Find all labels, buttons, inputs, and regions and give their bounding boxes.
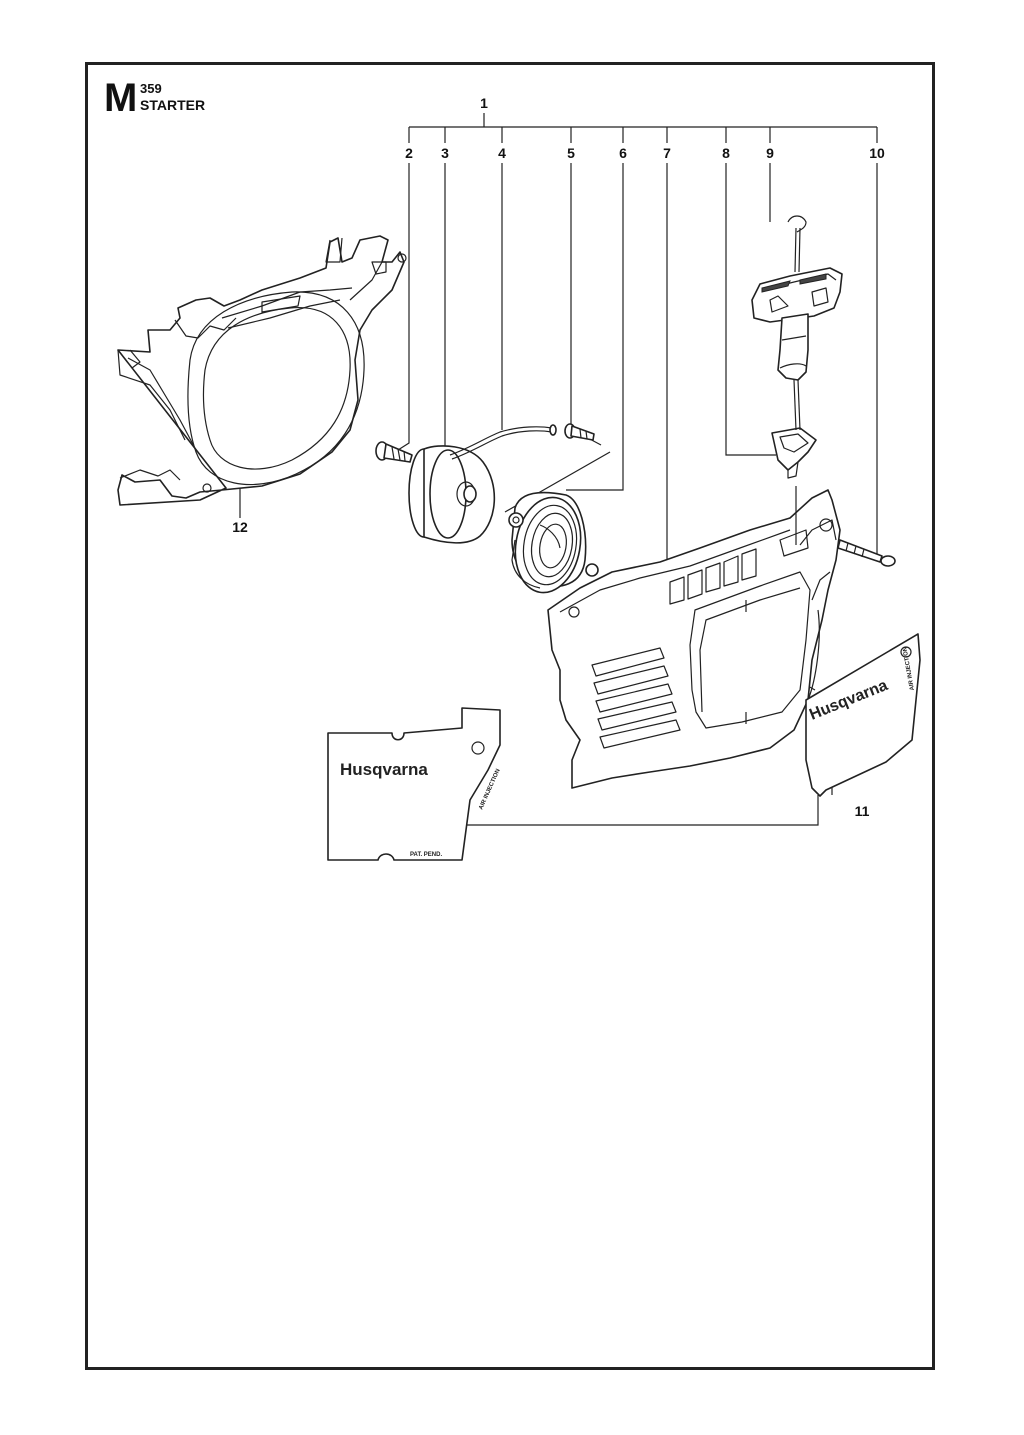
callout-12: 12 — [232, 519, 248, 535]
cover-vent-slots-side — [591, 647, 681, 749]
part-6-spring-cassette — [508, 491, 599, 594]
callout-1: 1 — [480, 95, 488, 111]
callout-2: 2 — [405, 145, 413, 161]
part-11-decal-flat: Husqvarna AIR INJECTION PAT. PEND. — [327, 707, 502, 861]
section-letter: M — [104, 76, 137, 120]
leader-lines — [239, 113, 878, 826]
callout-11: 11 — [855, 803, 870, 819]
part-3-pulley — [408, 445, 496, 544]
part-4-rope — [449, 424, 557, 460]
part-10-screw — [837, 539, 896, 567]
callout-5: 5 — [567, 145, 575, 161]
model-number: 359 — [140, 81, 162, 96]
callout-7: 7 — [663, 145, 671, 161]
cover-vent-slots-top — [669, 548, 757, 605]
part-8-rope-guide — [771, 427, 817, 545]
callout-4: 4 — [498, 145, 506, 161]
part-11-decal-right: Husqvarna AIR INJECTION — [805, 633, 921, 797]
callout-3: 3 — [441, 145, 449, 161]
callout-10: 10 — [869, 145, 885, 161]
part-7-starter-cover — [547, 489, 841, 789]
patent-label: PAT. PEND. — [410, 852, 442, 858]
part-2-screw — [375, 441, 413, 463]
callout-9: 9 — [766, 145, 774, 161]
part-5-screw — [564, 423, 595, 441]
callout-6: 6 — [619, 145, 627, 161]
page-title: STARTER — [140, 97, 206, 113]
page-border — [85, 62, 935, 1370]
callout-8: 8 — [722, 145, 730, 161]
part-9-starter-handle — [751, 215, 843, 431]
part-12-frame — [117, 235, 407, 506]
brand-logo-flat: Husqvarna — [340, 760, 428, 779]
